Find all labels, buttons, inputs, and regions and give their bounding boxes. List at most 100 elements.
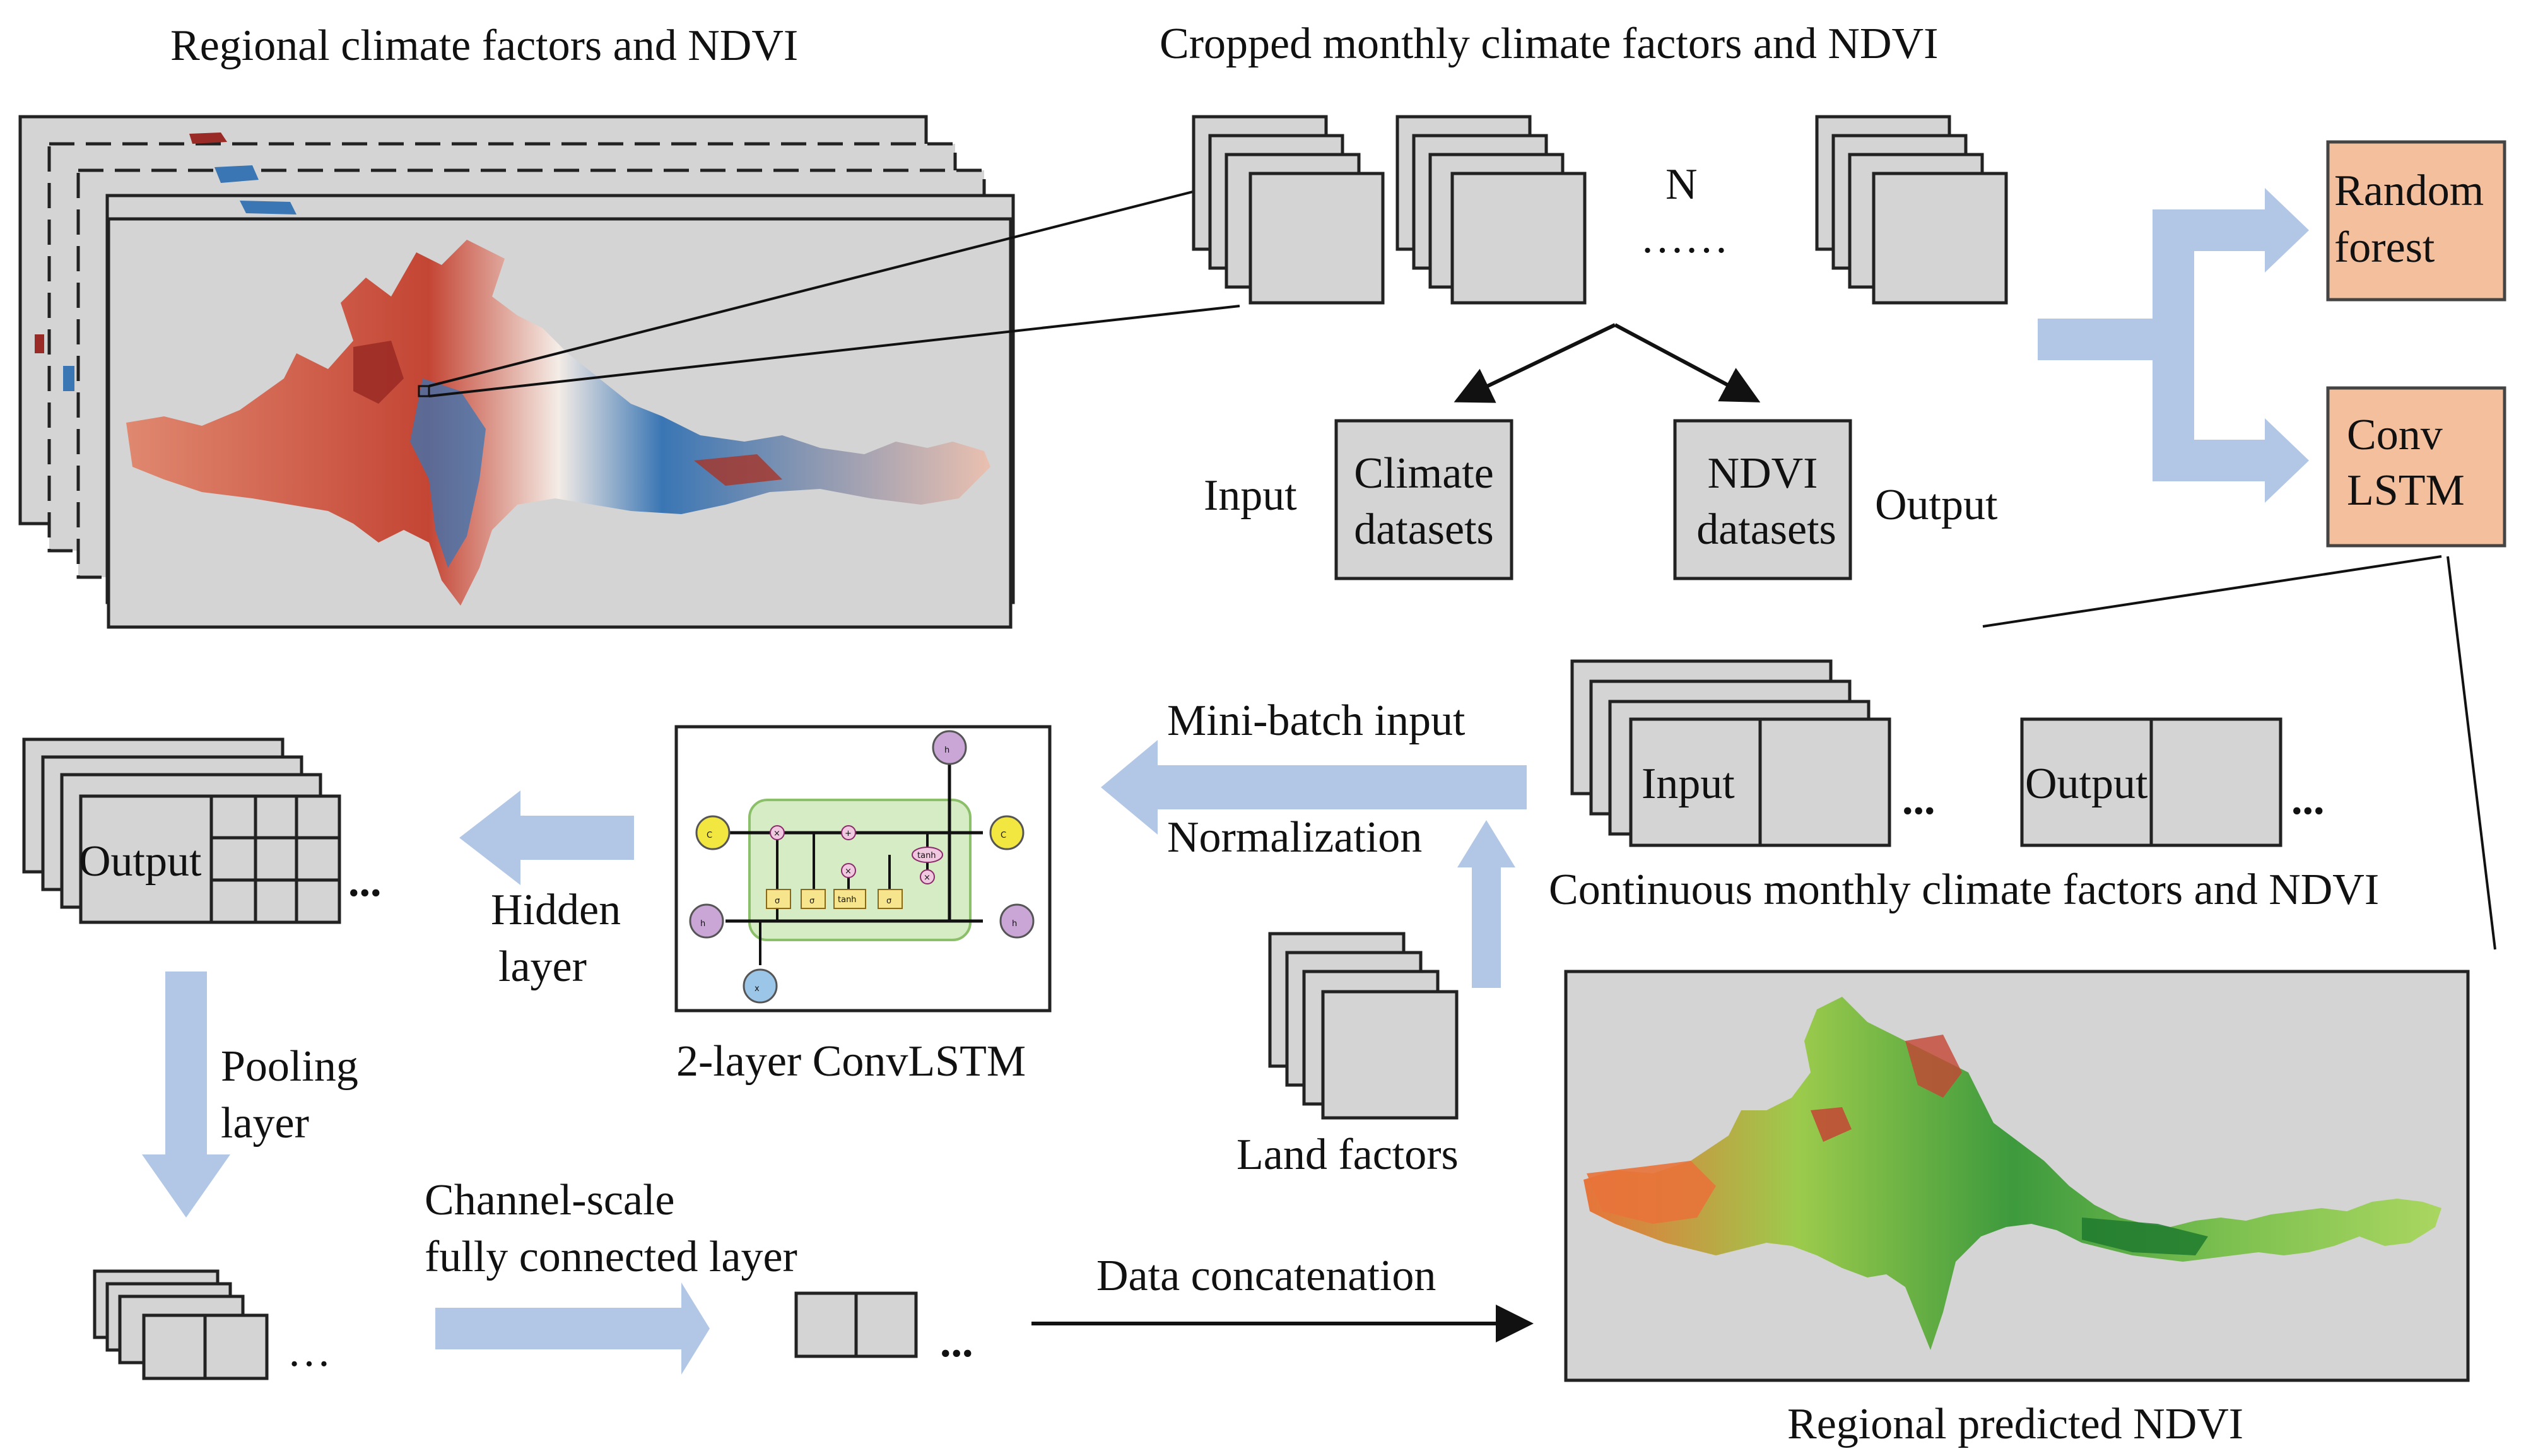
input-label: Input: [1204, 471, 1297, 520]
pointwise-tanh-label: tanh: [917, 851, 936, 860]
sequence-output-label: Output: [2025, 760, 2148, 808]
normalization-label: Normalization: [1167, 813, 1422, 862]
pointwise-multiply-input: [841, 863, 856, 878]
climate-datasets-box: Climate datasets: [1334, 419, 1513, 580]
regional-climate-title: Regional climate factors and NDVI: [170, 21, 798, 70]
predicted-ndvi-orange-west: [1587, 1161, 1716, 1224]
hidden-prev-node: [689, 903, 724, 939]
ndvi-datasets-box: NDVI datasets: [1673, 419, 1852, 580]
output-gate-label: σ: [886, 896, 891, 906]
candidate-tanh-label: tanh: [838, 895, 857, 905]
pointwise-multiply-forget-label: ×: [773, 829, 780, 838]
pooling-line1: Pooling: [221, 1042, 358, 1091]
hidden-layer-line2: layer: [498, 942, 587, 991]
crop-zoom-line-top: [428, 179, 1240, 387]
convlstm-caption: 2-layer ConvLSTM: [676, 1037, 1026, 1086]
cropped-stack-1: [1192, 115, 1385, 305]
pooling-line2: layer: [221, 1099, 309, 1148]
cell-state-next-label: C: [1001, 831, 1006, 840]
regional-map-dark-red-patch: [353, 341, 404, 404]
regional-climate-map-stack: [18, 115, 1240, 629]
hidden-layer-line1: Hidden: [491, 886, 621, 934]
input-gate-label: σ: [809, 896, 814, 906]
sequence-input-label: Input: [1642, 760, 1735, 808]
cell-state-next-node: [989, 815, 1025, 850]
pointwise-multiply-forget: [770, 825, 785, 840]
predicted-ndvi-map: [1564, 970, 2470, 1382]
conv-lstm-zoom-line-right: [2447, 556, 2496, 950]
n-label: N: [1665, 160, 1698, 209]
hidden-prev-label: h: [700, 919, 705, 929]
land-factors-label: Land factors: [1237, 1130, 1459, 1179]
cropped-monthly-title: Cropped monthly climate factors and NDVI: [1160, 20, 1938, 68]
predicted-ndvi-red-center: [1811, 1107, 1852, 1142]
conv-lstm-zoom-line-left: [1982, 555, 2442, 628]
hidden-next-label: h: [1012, 919, 1017, 929]
input-x-label: x: [755, 984, 760, 994]
layer-peek-red: [189, 132, 227, 144]
split-arrow-right: [1614, 323, 1761, 402]
n-ellipsis: ……: [1640, 214, 1729, 262]
hidden-top-label: h: [944, 746, 949, 755]
climate-datasets-line2: datasets: [1354, 505, 1494, 554]
crop-location-marker: [418, 385, 430, 397]
pooled-stack: [93, 1269, 269, 1380]
sequence-output-dots: ...: [2291, 775, 2325, 824]
regional-climate-map-region: [126, 240, 990, 606]
sequence-output-box: Output: [2020, 717, 2282, 847]
fc-output-dots: ...: [940, 1318, 973, 1366]
regional-predicted-caption: Regional predicted NDVI: [1787, 1400, 2243, 1448]
fc-output-box: [794, 1291, 918, 1358]
continuous-monthly-caption: Continuous monthly climate factors and N…: [1549, 866, 2379, 914]
random-forest-line1: Random: [2334, 167, 2484, 215]
model-branch-arrows: [2038, 188, 2309, 503]
forget-gate-label: σ: [775, 896, 780, 906]
pooled-dots: …: [287, 1327, 331, 1376]
hidden-next-node: [999, 903, 1035, 939]
pointwise-multiply-output-label: ×: [924, 873, 931, 883]
random-forest-box: Random forest: [2326, 140, 2506, 302]
lstm-green-panel: [748, 799, 972, 941]
split-arrow-left: [1454, 323, 1616, 403]
output-grid-label: Output: [79, 837, 202, 886]
sequence-input-stack: Input: [1570, 659, 1891, 847]
predicted-ndvi-red-north: [1905, 1035, 1962, 1098]
cropped-stack-3: [1815, 115, 2008, 305]
conv-lstm-box: Conv LSTM: [2326, 386, 2506, 548]
layer-peek-blue-2: [240, 201, 297, 214]
pointwise-multiply-output: [920, 869, 935, 884]
hidden-top-node: [932, 730, 967, 765]
pointwise-add: [841, 825, 856, 840]
output-gate-sigma: [878, 889, 903, 909]
predicted-ndvi-region: [1583, 997, 2441, 1350]
convlstm-cell-diagram: σ σ tanh σ × + × tanh × C C h h h x: [674, 725, 1052, 1013]
cell-state-prev-node: [695, 815, 731, 850]
regional-map-stripe-red: [694, 454, 782, 486]
mini-batch-arrow: [1101, 740, 1527, 835]
pointwise-tanh: [912, 847, 943, 863]
layer-peek-blue-left: [63, 366, 74, 391]
data-concatenation-label: Data concatenation: [1096, 1252, 1436, 1300]
cropped-stack-2: [1395, 115, 1587, 305]
candidate-tanh: [833, 889, 866, 909]
sequence-input-dots: ...: [1902, 775, 1936, 824]
pointwise-multiply-input-label: ×: [845, 867, 852, 876]
climate-datasets-line1: Climate: [1354, 449, 1494, 498]
channel-scale-line1: Channel-scale: [425, 1176, 674, 1224]
cell-state-prev-label: C: [707, 831, 712, 840]
forget-gate-sigma: [766, 889, 791, 909]
regional-map-blue-patch: [410, 379, 486, 568]
pointwise-add-label: +: [845, 829, 852, 838]
random-forest-line2: forest: [2334, 223, 2435, 272]
output-grid-stack: Output: [22, 737, 341, 924]
input-gate-sigma: [801, 889, 826, 909]
output-grid-dots: ...: [348, 857, 382, 906]
layer-peek-red-left: [35, 334, 44, 353]
predicted-ndvi-dark-green: [2082, 1218, 2208, 1255]
output-label: Output: [1875, 481, 1998, 529]
input-x-node: [743, 968, 778, 1004]
pooling-arrow: [142, 972, 230, 1218]
hidden-layer-arrow: [459, 790, 634, 885]
ndvi-datasets-line1: NDVI: [1708, 449, 1818, 498]
